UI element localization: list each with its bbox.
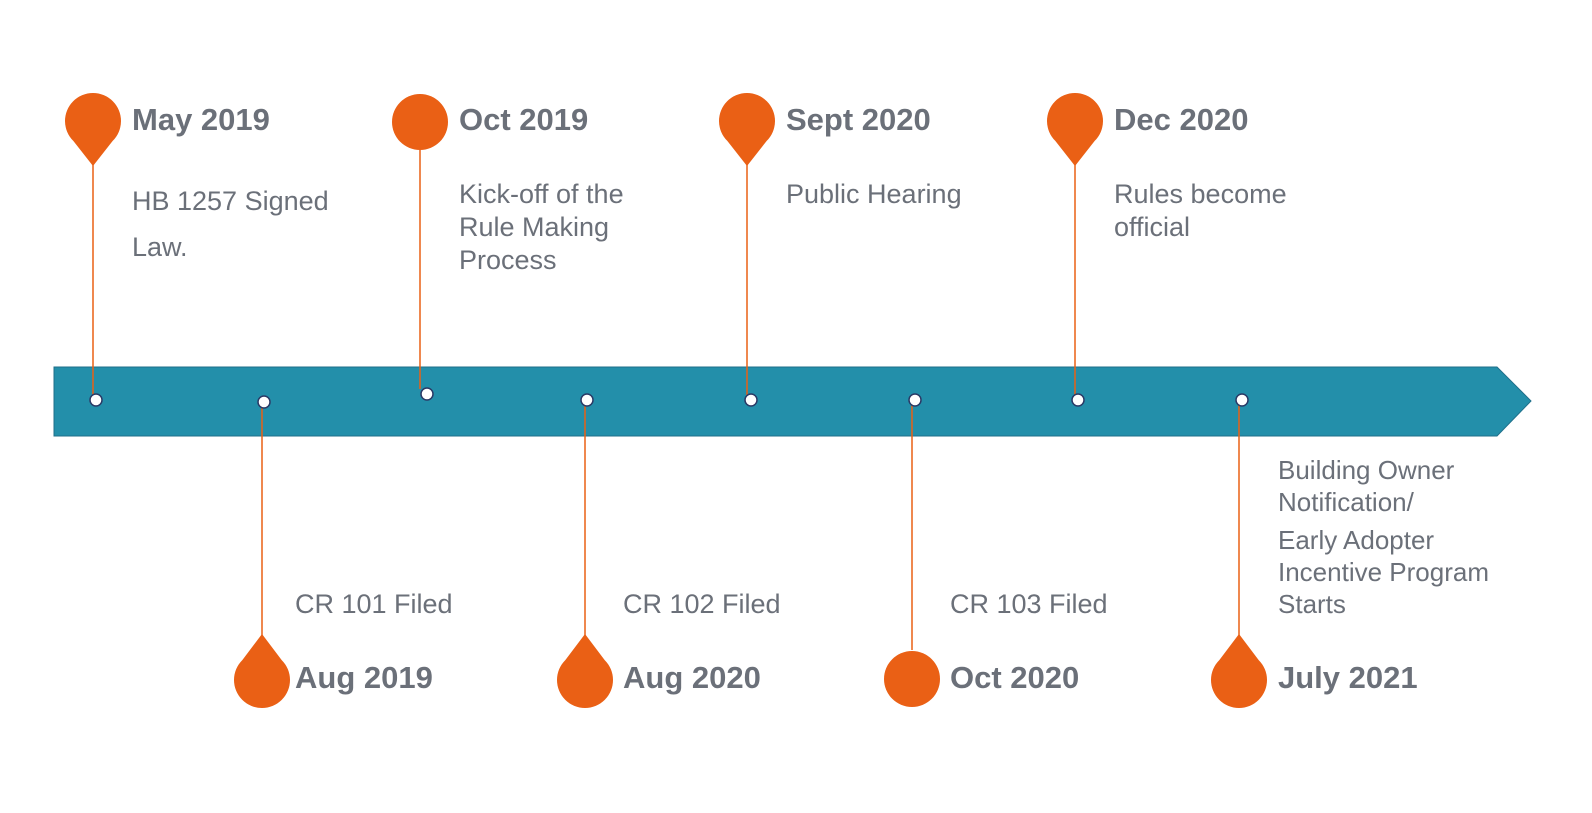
timeline-node	[1235, 393, 1249, 407]
milestone-circle	[392, 94, 448, 150]
milestone-circle	[884, 651, 940, 707]
timeline-node	[257, 395, 271, 409]
timeline-node	[908, 393, 922, 407]
location-pin-icon	[719, 93, 775, 166]
milestone-description: CR 101 Filed	[295, 589, 453, 619]
milestone-date: Oct 2019	[459, 102, 589, 137]
milestone-description: CR 102 Filed	[623, 589, 781, 619]
location-pin-icon	[1211, 634, 1267, 708]
location-pin-icon	[557, 634, 613, 708]
milestone-date: Aug 2020	[623, 660, 761, 695]
milestone-description: Rules become official	[1114, 179, 1287, 242]
milestone-description: Building Owner Notification/ Early Adopt…	[1278, 455, 1489, 619]
location-pin-icon	[65, 93, 122, 166]
location-pin-icon	[1047, 93, 1104, 166]
timeline-node	[580, 393, 594, 407]
milestone-date: July 2021	[1278, 660, 1418, 695]
milestone-description: Kick-off of the Rule Making Process	[459, 179, 624, 275]
timeline-arrow-bar	[53, 366, 1532, 437]
timeline-node	[1071, 393, 1085, 407]
location-pin-icon	[234, 634, 291, 708]
milestone-date: Oct 2020	[950, 660, 1080, 695]
milestone-date: Aug 2019	[295, 660, 433, 695]
milestone-date: Dec 2020	[1114, 102, 1249, 137]
milestone-description: CR 103 Filed	[950, 589, 1108, 619]
timeline-node	[744, 393, 758, 407]
milestone-date: May 2019	[132, 102, 270, 137]
milestone-description: HB 1257 Signed Law.	[132, 186, 329, 262]
milestone-date: Sept 2020	[786, 102, 931, 137]
timeline-node	[420, 387, 434, 401]
milestone-description: Public Hearing	[786, 179, 962, 209]
timeline-node	[89, 393, 103, 407]
